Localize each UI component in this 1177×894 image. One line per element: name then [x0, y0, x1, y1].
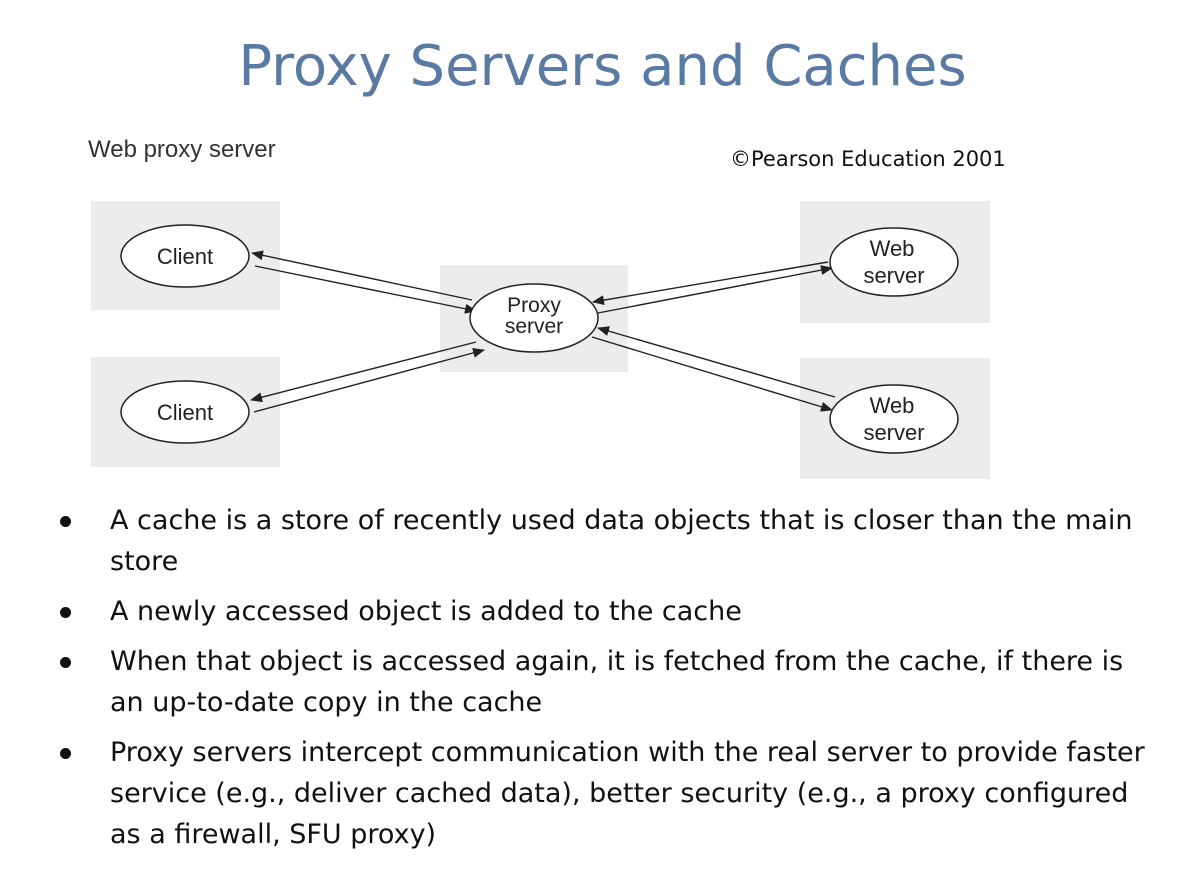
bullet-item: Proxy servers intercept communication wi…	[56, 732, 1146, 855]
client-node-bottom	[120, 380, 250, 444]
bullet-text: A newly accessed object is added to the …	[110, 596, 742, 627]
bullet-list: A cache is a store of recently used data…	[56, 500, 1146, 864]
client-label-top: Client	[157, 244, 213, 269]
arrow-client-bottom-to-proxy	[253, 348, 485, 413]
bullet-text: Proxy servers intercept communication wi…	[110, 737, 1145, 850]
web-server-bottom-label-line1: Web	[870, 393, 915, 418]
web-server-top-label-line2: server	[863, 263, 924, 288]
page-title: Proxy Servers and Caches	[238, 34, 967, 99]
copyright-notice: ©Pearson Education 2001	[730, 147, 1006, 171]
proxy-node	[469, 283, 599, 353]
arrow-proxy-to-web-top	[597, 265, 833, 314]
web-server-node-top	[829, 227, 959, 297]
web-server-node-bottom	[829, 384, 959, 454]
bullet-dot	[60, 748, 71, 759]
proxy-label-line2: server	[505, 315, 563, 338]
bullet-item: A cache is a store of recently used data…	[56, 500, 1146, 582]
arrow-client-top-to-proxy	[254, 265, 477, 314]
client-node-top	[120, 224, 250, 288]
diagram-heading: Web proxy server	[88, 136, 276, 163]
arrow-proxy-to-web-bottom	[591, 336, 833, 412]
client-label-bottom: Client	[157, 400, 213, 425]
bullet-item: A newly accessed object is added to the …	[56, 591, 1146, 632]
proxy-label-line1: Proxy	[507, 294, 561, 317]
arrow-proxy-to-client-bottom	[250, 341, 477, 403]
arrow-web-bottom-to-proxy	[597, 326, 836, 398]
bullet-text: When that object is accessed again, it i…	[110, 646, 1124, 718]
bullet-dot	[60, 607, 71, 618]
web-server-bottom-label-line2: server	[863, 420, 924, 445]
arrow-web-top-to-proxy	[592, 261, 829, 306]
bullet-item: When that object is accessed again, it i…	[56, 641, 1146, 723]
bullet-text: A cache is a store of recently used data…	[110, 505, 1133, 577]
bullet-dot	[60, 657, 71, 668]
bullet-dot	[60, 516, 71, 527]
web-server-top-label-line1: Web	[870, 236, 915, 261]
arrow-proxy-to-client-top	[251, 250, 473, 301]
